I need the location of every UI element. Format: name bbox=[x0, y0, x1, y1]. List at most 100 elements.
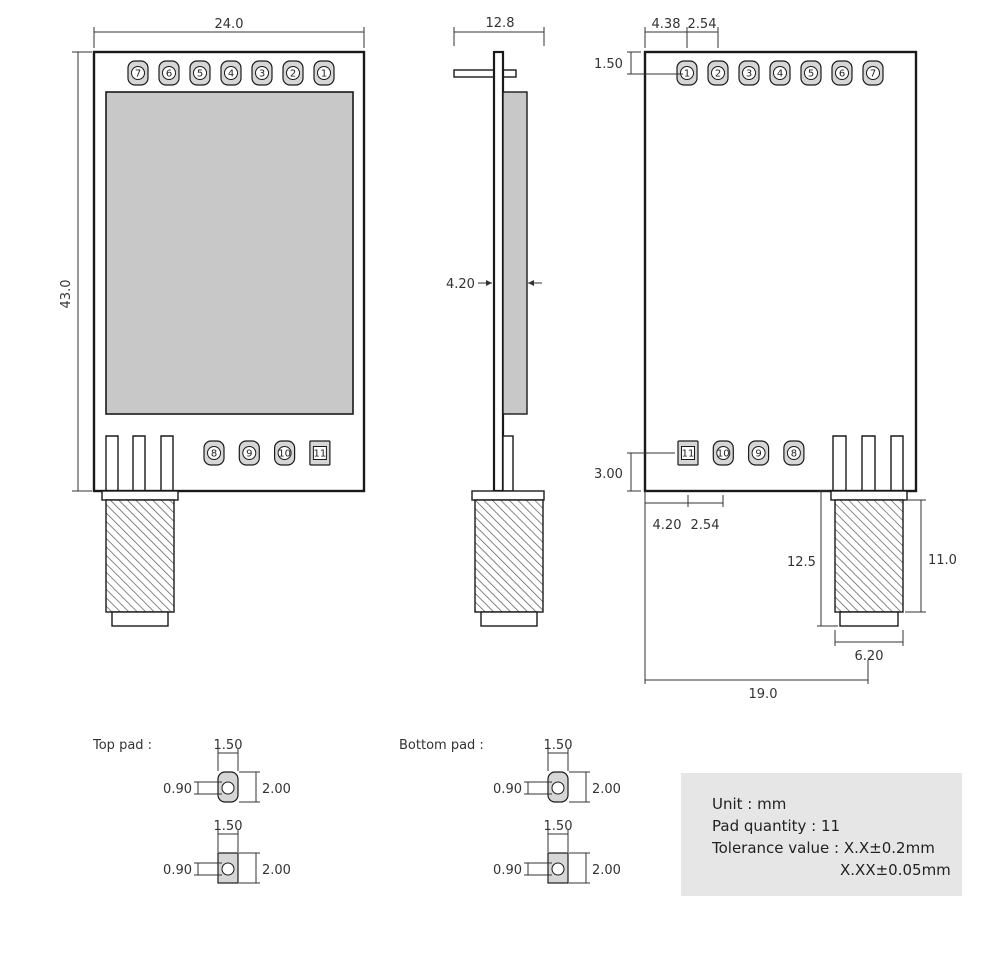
top-lower-pad-hole-11 bbox=[312, 446, 327, 460]
top-view-width-label: 24.0 bbox=[215, 17, 244, 32]
top-row-pin-number-3: 3 bbox=[259, 69, 265, 80]
top-row-pin-number-4: 4 bbox=[228, 69, 234, 80]
side-view-antenna-flange bbox=[471, 490, 545, 501]
bottom-row-pad-hole-7 bbox=[866, 66, 880, 80]
bottom-view-antenna-flange bbox=[830, 490, 908, 501]
tolerance-note: Tolerance value : X.X±0.2mm bbox=[712, 839, 935, 857]
side-view-board bbox=[492, 50, 505, 493]
bottom-lower-pin-number-9: 9 bbox=[755, 449, 761, 460]
bottom-view-antenna-body-label: 11.0 bbox=[928, 553, 957, 568]
top-row-pin-number-2: 2 bbox=[290, 69, 296, 80]
bottom-view-lower-pins: 11 10 9 8 bbox=[677, 440, 805, 466]
top-lower-pin-number-11: 11 bbox=[314, 449, 327, 460]
bottom-view-antenna-position-label: 19.0 bbox=[749, 687, 778, 702]
top-lower-pad-hole-8 bbox=[207, 446, 221, 460]
top-row-pad-hole-2 bbox=[286, 66, 300, 80]
bottom-view-board bbox=[643, 50, 918, 493]
side-view-shield bbox=[502, 91, 528, 415]
pad-width-label: 1.50 bbox=[214, 819, 243, 834]
bottom-row-pin-number-4: 4 bbox=[777, 69, 783, 80]
side-view: 12.8 4.20 bbox=[446, 16, 545, 627]
top-row-pad-hole-5 bbox=[193, 66, 207, 80]
bottom-lower-pad-hole-9 bbox=[751, 446, 766, 460]
top-view: 7 6 5 4 3 2 1 8 9 10 11 24.0 43.0 bbox=[59, 17, 366, 627]
top-row-pad-hole-4 bbox=[224, 66, 238, 80]
bottom-view-antenna-tip bbox=[839, 611, 899, 627]
bottom-view-pad-offset-label: 1.50 bbox=[594, 57, 623, 72]
top-lower-pin-number-10: 10 bbox=[278, 449, 291, 460]
top-row-pad-hole-7 bbox=[131, 66, 145, 80]
pad-hole-label: 0.90 bbox=[163, 863, 192, 878]
unit-note: Unit : mm bbox=[712, 795, 787, 813]
pad-hole bbox=[551, 862, 565, 876]
bottom-view-antenna-width-label: 6.20 bbox=[855, 649, 884, 664]
bottom-row-pad-hole-4 bbox=[773, 66, 787, 80]
bottom-view-pin-pitch-label: 2.54 bbox=[688, 17, 717, 32]
top-row-pin-number-5: 5 bbox=[197, 69, 203, 80]
bottom-row-pad-hole-3 bbox=[742, 66, 756, 80]
bottom-row-pin-number-5: 5 bbox=[808, 69, 814, 80]
bottom-view-row-height-label: 3.00 bbox=[594, 467, 623, 482]
bottom-view-antenna-length-label: 12.5 bbox=[787, 555, 816, 570]
top-view-antenna-tip bbox=[111, 611, 169, 627]
bottom-lower-pad-hole-11 bbox=[681, 446, 695, 460]
top-view-antenna-flange bbox=[101, 490, 179, 501]
top-lower-pad-hole-9 bbox=[242, 446, 257, 460]
bottom-pad-label: Bottom pad : bbox=[399, 738, 484, 753]
bottom-view-antenna-body bbox=[834, 499, 904, 613]
pad-hole-label: 0.90 bbox=[163, 782, 192, 797]
top-row-pad-hole-6 bbox=[162, 66, 176, 80]
side-view-width-label: 12.8 bbox=[486, 16, 515, 31]
top-view-lower-pins: 8 9 10 11 bbox=[203, 440, 331, 466]
top-view-antenna-legs bbox=[105, 435, 174, 491]
pad-hole bbox=[221, 862, 235, 876]
pad-details: Top pad : Bottom pad : 1.502.000.90 1.50… bbox=[92, 738, 621, 884]
pad-width-label: 1.50 bbox=[544, 738, 573, 753]
bottom-view-row-pitch-label: 2.54 bbox=[691, 518, 720, 533]
side-view-antenna-tip bbox=[480, 611, 538, 627]
bottom-pad-square: 1.502.000.90 bbox=[493, 819, 621, 884]
pad-height-label: 2.00 bbox=[592, 782, 621, 797]
side-view-thickness-label: 4.20 bbox=[446, 277, 475, 292]
top-row-pad-hole-3 bbox=[255, 66, 269, 80]
pad-hole bbox=[551, 781, 565, 795]
bottom-pad-round: 1.502.000.90 bbox=[493, 738, 621, 803]
bottom-row-pad-hole-5 bbox=[804, 66, 818, 80]
specification-note: Unit : mm Pad quantity : 11 Tolerance va… bbox=[681, 773, 962, 896]
top-view-antenna-body bbox=[105, 499, 175, 613]
top-row-pin-number-1: 1 bbox=[321, 69, 327, 80]
top-lower-pin-number-9: 9 bbox=[246, 449, 252, 460]
bottom-row-pad-hole-2 bbox=[711, 66, 725, 80]
bottom-view-first-pin-label: 4.38 bbox=[652, 17, 681, 32]
top-lower-pin-number-8: 8 bbox=[211, 449, 217, 460]
side-view-antenna-leg bbox=[502, 435, 514, 492]
pad-width-label: 1.50 bbox=[544, 819, 573, 834]
bottom-row-pad-hole-6 bbox=[835, 66, 849, 80]
top-view-height-label: 43.0 bbox=[59, 280, 74, 309]
pad-hole bbox=[221, 781, 235, 795]
pad-width-label: 1.50 bbox=[214, 738, 243, 753]
top-row-pin-number-6: 6 bbox=[166, 69, 172, 80]
tolerance-note-fine: X.XX±0.05mm bbox=[840, 861, 951, 879]
pad-height-label: 2.00 bbox=[262, 863, 291, 878]
bottom-lower-pin-number-10: 10 bbox=[717, 449, 730, 460]
bottom-row-pin-number-3: 3 bbox=[746, 69, 752, 80]
pad-height-label: 2.00 bbox=[262, 782, 291, 797]
bottom-row-pin-number-2: 2 bbox=[715, 69, 721, 80]
side-view-pin-header bbox=[453, 69, 517, 78]
bottom-lower-pad-hole-8 bbox=[786, 446, 801, 460]
pad-hole-label: 0.90 bbox=[493, 863, 522, 878]
bottom-lower-pin-number-11: 11 bbox=[682, 449, 695, 460]
top-view-shield bbox=[105, 91, 354, 415]
bottom-lower-pin-number-8: 8 bbox=[791, 449, 797, 460]
pad-quantity-note: Pad quantity : 11 bbox=[712, 817, 841, 835]
top-row-pad-hole-1 bbox=[317, 66, 331, 80]
bottom-view-antenna-legs bbox=[832, 435, 904, 491]
top-pad-round: 1.50 2.00 0.90 bbox=[163, 738, 291, 803]
bottom-row-pad-hole-1 bbox=[680, 66, 694, 80]
top-pad-square: 1.50 2.00 0.90 bbox=[163, 819, 291, 884]
top-row-pin-number-7: 7 bbox=[135, 69, 141, 80]
bottom-row-pin-number-7: 7 bbox=[870, 69, 876, 80]
